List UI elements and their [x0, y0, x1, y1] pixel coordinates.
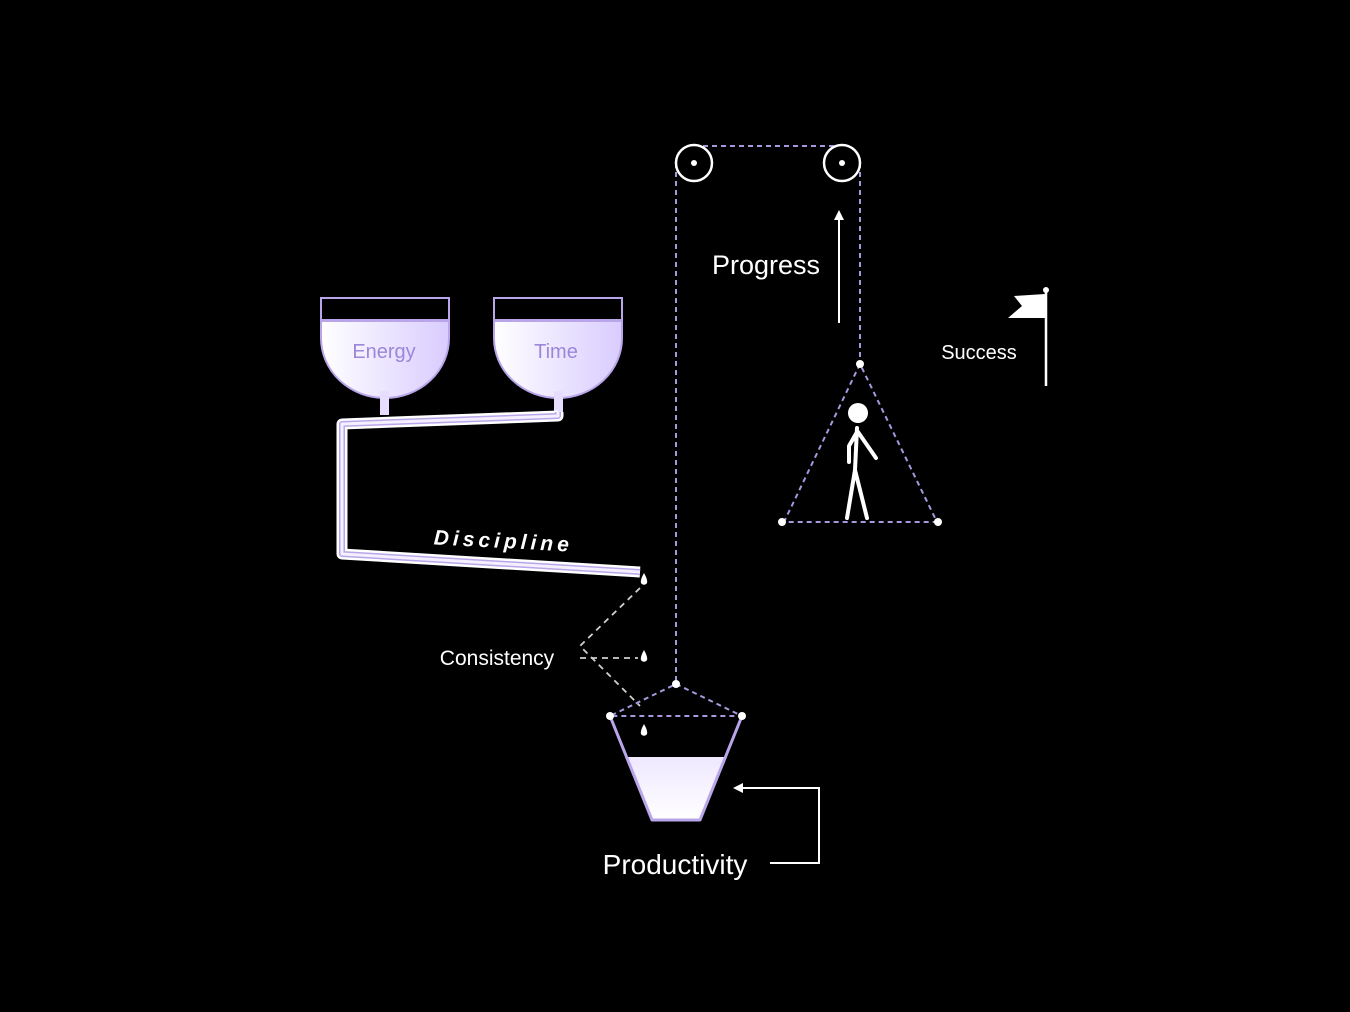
droplet-icon	[640, 650, 648, 662]
rope-system	[675, 145, 861, 684]
energy-label: Energy	[352, 341, 415, 363]
success-label: Success	[941, 342, 1017, 364]
flag-icon	[951, 287, 1078, 392]
pulley-left-icon	[674, 143, 714, 183]
time-bowl	[493, 297, 623, 413]
lift-platform	[778, 360, 943, 526]
time-label: Time	[534, 341, 578, 363]
energy-bowl	[320, 297, 450, 415]
person-icon	[845, 403, 878, 520]
feedback-arrow-icon	[733, 783, 820, 864]
discipline-label: Discipline	[433, 526, 573, 556]
consistency-label: Consistency	[440, 647, 555, 670]
pulley-right-icon	[822, 143, 862, 183]
productivity-label: Productivity	[603, 849, 748, 880]
droplet-path	[578, 587, 641, 707]
progress-arrow-icon	[834, 210, 844, 323]
progress-label: Progress	[712, 250, 820, 280]
productivity-cup	[606, 680, 746, 822]
droplet-icon	[640, 573, 648, 585]
discipline-pipe	[336, 410, 641, 578]
droplet-icon	[640, 724, 648, 736]
